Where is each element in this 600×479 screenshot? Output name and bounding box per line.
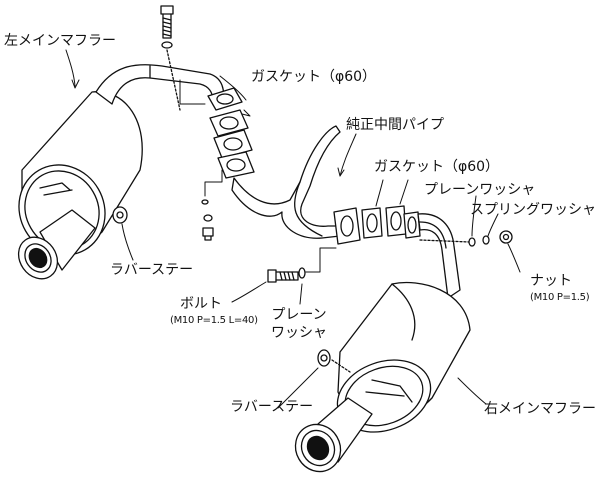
- label-right-main-muffler: 右メインマフラー: [484, 401, 596, 417]
- label-nut: ナット: [530, 273, 572, 289]
- center-pipe: [231, 125, 341, 239]
- upper-hardware: [201, 169, 223, 241]
- label-nut-spec: (M10 P=1.5): [530, 292, 590, 303]
- label-center-pipe: 純正中間パイプ: [346, 117, 444, 133]
- left-main-muffler: [17, 91, 143, 280]
- label-bolt: ボルト: [180, 296, 222, 312]
- right-main-muffler: [294, 281, 471, 473]
- top-bolt: [160, 5, 206, 111]
- right-hardware: [419, 230, 513, 247]
- leader-lines: [65, 49, 521, 409]
- label-left-main-muffler: 左メインマフラー: [4, 33, 116, 49]
- label-spring-washer: スプリングワッシャ: [470, 202, 596, 218]
- label-gasket-lower: ガスケット（φ60）: [374, 159, 500, 175]
- label-gasket-upper: ガスケット（φ60）: [251, 69, 377, 85]
- label-rubber-stay-right: ラバーステー: [230, 399, 314, 415]
- upper-gaskets: [207, 87, 255, 179]
- label-bolt-spec: (M10 P=1.5 L=40): [170, 315, 258, 326]
- lower-gaskets: [333, 205, 421, 245]
- label-rubber-stay-left: ラバーステー: [110, 262, 194, 278]
- label-plain-washer-right: プレーンワッシャ: [424, 182, 536, 198]
- label-plain-washer-center-line2: ワッシャ: [271, 325, 327, 341]
- lower-bolt: [267, 247, 337, 283]
- label-plain-washer-center-line1: プレーン: [271, 307, 327, 323]
